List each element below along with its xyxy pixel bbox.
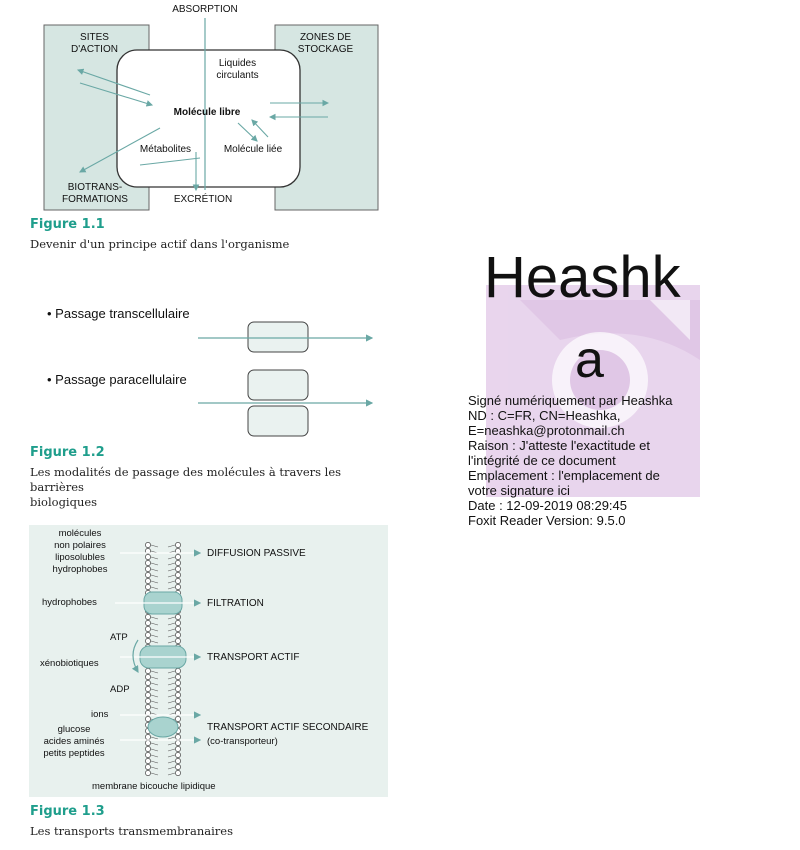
molecules-label: molécules non polaires liposolubles hydr…	[40, 528, 120, 576]
glucose-line: glucose	[57, 724, 91, 735]
metabolites-label: Métabolites	[139, 144, 192, 155]
sites-line1: SITES	[80, 32, 109, 43]
figure-1-1-title: Figure 1.1	[30, 217, 105, 232]
arrow-to-biotransformations	[79, 127, 161, 173]
atp-adp-arrow	[131, 639, 139, 674]
molecule-libre-label: Molécule libre	[173, 107, 241, 118]
mol-line1: molécules	[58, 528, 102, 539]
transport-actif-label: TRANSPORT ACTIF	[207, 652, 300, 663]
sites-line2: D'ACTION	[71, 44, 118, 55]
sig-line2: ND : C=FR, CN=Heashka,	[468, 408, 621, 423]
figure-1-3-title: Figure 1.3	[30, 804, 105, 819]
signature-name-line1: Heashk	[484, 245, 681, 310]
zones-line1: ZONES DE	[299, 32, 352, 43]
cell-box-3	[247, 405, 309, 437]
figure-1-3-background	[29, 525, 388, 797]
atp-label: ATP	[110, 632, 128, 643]
transcellulaire-label: • Passage transcellulaire	[47, 306, 190, 321]
figure-1-2-caption: Les modalités de passage des molécules à…	[30, 465, 390, 510]
peptides-line: petits peptides	[43, 748, 105, 759]
signature-name-line2: a	[575, 331, 604, 389]
glucose-label: glucose acides aminés petits peptides	[30, 724, 118, 760]
central-box	[116, 49, 301, 188]
sig-line4: Raison : J'atteste l'exactitude et	[468, 438, 651, 453]
cell-box-2	[247, 369, 309, 401]
zones-line2: STOCKAGE	[297, 44, 354, 55]
mol-line4: hydrophobes	[52, 564, 108, 575]
sig-line1: Signé numériquement par Heashka	[468, 393, 673, 408]
arrow-to-sites	[76, 68, 151, 96]
figure-1-3-caption: Les transports transmembranaires	[30, 824, 234, 838]
cell-box-1	[247, 321, 309, 353]
arrow-metabolites-path	[139, 157, 201, 166]
bio-line2: FORMATIONS	[62, 194, 128, 205]
sig-line3: E=neashka@protonmail.ch	[468, 423, 625, 438]
zones-label: ZONES DE STOCKAGE	[283, 32, 368, 56]
hydrophobes-label: hydrophobes	[42, 597, 97, 608]
fig2-caption-line2: biologiques	[30, 495, 98, 509]
mol-line2: non polaires	[54, 540, 106, 551]
signature-details: Signé numériquement par Heashka ND : C=F…	[468, 393, 788, 528]
arrow-from-liee	[251, 119, 269, 138]
sig-line8: Date : 12-09-2019 08:29:45	[468, 498, 628, 513]
figure-1-2-title: Figure 1.2	[30, 445, 105, 460]
mol-line3: liposolubles	[55, 552, 105, 563]
cotransporteur-label: (co-transporteur)	[207, 736, 278, 747]
paracellulaire-label: • Passage paracellulaire	[47, 372, 187, 387]
arrow-from-sites	[79, 82, 154, 107]
sig-line9: Foxit Reader Version: 9.5.0	[468, 513, 626, 528]
absorption-label: ABSORPTION	[172, 4, 238, 15]
acides-line: acides aminés	[43, 736, 105, 747]
sites-label: SITES D'ACTION	[52, 32, 137, 56]
molecule-liee-label: Molécule liée	[223, 144, 283, 155]
biotransformations-label: BIOTRANS- FORMATIONS	[50, 182, 140, 206]
fig2-caption-line1: Les modalités de passage des molécules à…	[30, 465, 342, 494]
signature-logo	[486, 285, 700, 497]
figure-1-1-caption: Devenir d'un principe actif dans l'organ…	[30, 237, 290, 251]
sig-line7: votre signature ici	[468, 483, 570, 498]
excretion-label: EXCRÉTION	[173, 194, 233, 205]
liquides-line1: Liquides	[218, 58, 257, 69]
filtration-label: FILTRATION	[207, 598, 264, 609]
diffusion-label: DIFFUSION PASSIVE	[207, 548, 306, 559]
liquides-label: Liquides circulants	[205, 58, 270, 82]
arrow-to-liee	[237, 122, 258, 142]
sig-line6: Emplacement : l'emplacement de	[468, 468, 660, 483]
cotransporter	[147, 716, 179, 738]
bio-line1: BIOTRANS-	[67, 182, 123, 193]
membrane-label: membrane bicouche lipidique	[92, 781, 216, 792]
sig-line5: l'intégrité de ce document	[468, 453, 616, 468]
liquides-line2: circulants	[216, 70, 259, 81]
xenobiotiques-label: xénobiotiques	[40, 658, 99, 669]
transport-secondaire-label: TRANSPORT ACTIF SECONDAIRE	[207, 722, 369, 733]
adp-label: ADP	[110, 684, 130, 695]
ions-label: ions	[91, 709, 109, 720]
